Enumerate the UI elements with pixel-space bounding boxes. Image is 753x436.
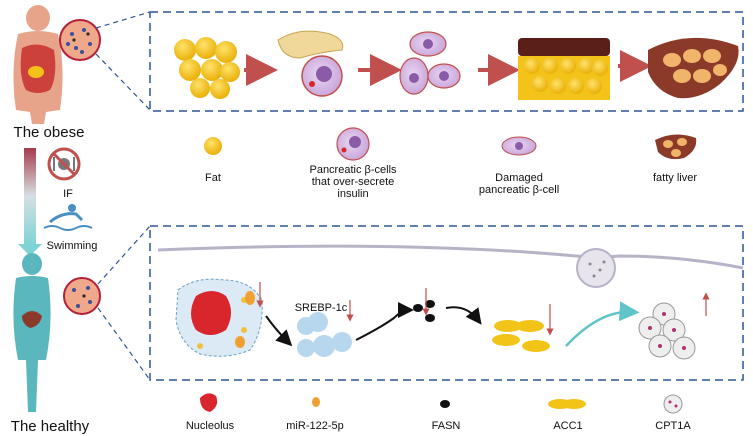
- legend-fat-label: Fat: [205, 172, 221, 184]
- top-dashed-frame: [149, 11, 744, 112]
- legend-fatty-liver-icon: [655, 134, 697, 160]
- healthy-tissue-circle: [63, 277, 101, 315]
- legend-acc1-icon: [548, 399, 586, 409]
- legend-damaged-label: Damaged pancreatic β-cell: [478, 172, 560, 196]
- mir-122-5p-droplet: [245, 291, 255, 305]
- legend-mir-label: miR-122-5p: [286, 420, 344, 432]
- legend-oversecrete-label: Pancreatic β-cells that over-secrete ins…: [309, 164, 397, 200]
- pancreas-with-beta-cell: [277, 30, 344, 97]
- acc1-molecules: [492, 320, 550, 352]
- cpt1a-cluster: [638, 302, 696, 360]
- fasting-label: IF: [63, 188, 73, 200]
- arrow-mir-to-srebp: [265, 315, 293, 347]
- adipose-tissue-block: [518, 38, 610, 100]
- transition-gradient-bar: [24, 148, 36, 244]
- healthy-title: The healthy: [10, 418, 90, 435]
- fatty-liver-large: [648, 37, 739, 99]
- swimming-icon: [43, 204, 93, 231]
- gradient-arrowhead: [18, 244, 42, 256]
- obese-title: The obese: [13, 124, 85, 141]
- legend-fat-icon: [204, 137, 222, 155]
- legend-mir-icon: [312, 397, 320, 407]
- cell-membrane: [157, 244, 744, 270]
- legend-cpt1a-icon: [663, 394, 683, 414]
- legend-oversecrete-cell-icon: [336, 127, 370, 161]
- swimming-label: Swimming: [46, 240, 98, 252]
- legend-damaged-cell-icon: [501, 136, 537, 156]
- healthy-person-figure: [13, 253, 51, 412]
- fat-cluster: [174, 37, 240, 99]
- legend-nucleolus-label: Nucleolus: [185, 420, 235, 432]
- bottom-dashed-frame: [149, 225, 744, 381]
- mir-122-5p-droplet-2: [235, 336, 245, 348]
- arrow-srebp-to-fasn: [355, 302, 414, 341]
- legend-cpt1a-label: CPT1A: [655, 420, 691, 432]
- fasn-molecules: [413, 300, 435, 322]
- srebp-1c-molecule: [297, 312, 352, 357]
- arrow-acc1-to-cpt1a: [565, 301, 640, 347]
- arrow-fasn-to-acc1: [445, 306, 482, 325]
- legend-fasn-label: FASN: [431, 420, 461, 432]
- damaged-beta-cells: [399, 31, 461, 95]
- legend-acc1-label: ACC1: [553, 420, 583, 432]
- vesicle: [576, 248, 616, 288]
- nucleus-region: [175, 278, 263, 357]
- srebp-label: SREBP-1c: [294, 302, 348, 314]
- legend-nucleolus-icon: [200, 393, 218, 412]
- legend-fasn-icon: [440, 400, 450, 408]
- legend-fatty-liver-label: fatty liver: [652, 172, 697, 184]
- intermittent-fasting-icon: [47, 147, 81, 181]
- obese-tissue-circle: [59, 19, 101, 61]
- obese-person-figure: [13, 5, 63, 124]
